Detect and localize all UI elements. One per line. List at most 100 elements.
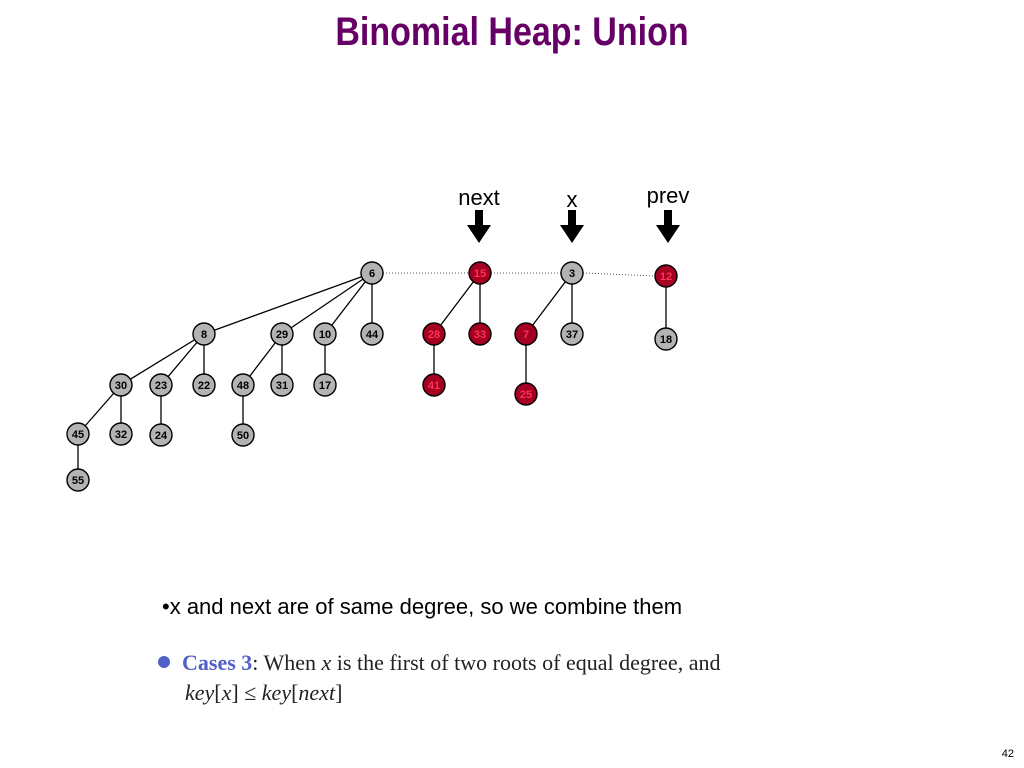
node-key-3: 3 <box>569 268 575 280</box>
node-key-17: 17 <box>319 380 331 392</box>
node-key-33: 33 <box>474 329 486 341</box>
pointer-shaft-prev <box>664 210 672 227</box>
node-key-12: 12 <box>660 271 672 283</box>
case-text-a: : When <box>252 650 322 675</box>
node-key-10: 10 <box>319 329 331 341</box>
lbracket-1: [ <box>214 680 222 705</box>
key-x: x <box>221 680 232 705</box>
node-key-22: 22 <box>198 380 210 392</box>
node-circle-10 <box>313 322 337 346</box>
node-circle-37 <box>560 322 584 346</box>
node-circle-30 <box>109 373 133 397</box>
key-next: next <box>298 680 336 705</box>
node-key-29: 29 <box>276 329 288 341</box>
root-list-links <box>383 272 656 277</box>
heap-node-23: 23 <box>149 373 173 397</box>
pointer-shaft-next <box>475 210 483 227</box>
explanation-bullet: •x and next are of same degree, so we co… <box>162 594 683 619</box>
node-circle-8 <box>192 322 216 346</box>
edge-n15-n28 <box>433 272 481 335</box>
heap-node-44: 44 <box>360 322 384 346</box>
node-circle-31 <box>270 373 294 397</box>
pointer-prev: prev <box>647 183 690 243</box>
node-circle-6 <box>360 261 384 285</box>
case-3-description: Cases 3: When x is the first of two root… <box>158 648 858 708</box>
heap-node-50: 50 <box>231 423 255 447</box>
heap-node-15: 15 <box>468 261 492 285</box>
case-3-line-2: key[x] ≤ key[next] <box>158 678 858 708</box>
node-key-45: 45 <box>72 429 84 441</box>
node-key-41: 41 <box>428 380 440 392</box>
heap-node-37: 37 <box>560 322 584 346</box>
node-circle-41 <box>422 373 446 397</box>
heap-node-7: 7 <box>514 322 538 346</box>
node-circle-25 <box>514 382 538 406</box>
node-circle-22 <box>192 373 216 397</box>
node-circle-23 <box>149 373 173 397</box>
heap-node-28: 28 <box>422 322 446 346</box>
bullet-dot-icon <box>158 656 170 668</box>
pointer-arrows: next x prev <box>458 183 689 243</box>
node-key-50: 50 <box>237 430 249 442</box>
heap-node-17: 17 <box>313 373 337 397</box>
heap-node-6: 6 <box>360 261 384 285</box>
node-key-24: 24 <box>155 430 168 442</box>
node-circle-29 <box>270 322 294 346</box>
heap-node-24: 24 <box>149 423 173 447</box>
rbracket-2: ] <box>335 680 343 705</box>
heap-node-55: 55 <box>66 468 90 492</box>
node-key-37: 37 <box>566 329 578 341</box>
node-circle-28 <box>422 322 446 346</box>
pointer-next: next <box>458 185 500 243</box>
node-circle-32 <box>109 422 133 446</box>
edge-n6-n29 <box>281 272 373 335</box>
root-link-n3-n12 <box>582 272 656 277</box>
node-circle-44 <box>360 322 384 346</box>
node-key-48: 48 <box>237 380 249 392</box>
edge-n8-n30 <box>120 333 205 386</box>
leq-symbol: ≤ <box>238 680 262 705</box>
pointer-label-next: next <box>458 185 500 210</box>
page-number: 42 <box>1001 748 1014 760</box>
lbracket-2: [ <box>291 680 299 705</box>
heap-node-3: 3 <box>560 261 584 285</box>
node-circle-33 <box>468 322 492 346</box>
node-circle-17 <box>313 373 337 397</box>
key-term-1: key <box>185 680 215 705</box>
heap-node-33: 33 <box>468 322 492 346</box>
node-key-32: 32 <box>115 429 127 441</box>
pointer-arrow-icon-next <box>467 225 491 243</box>
heap-node-45: 45 <box>66 422 90 446</box>
node-key-8: 8 <box>201 329 207 341</box>
heap-node-8: 8 <box>192 322 216 346</box>
case-3-line-1: Cases 3: When x is the first of two root… <box>158 648 858 678</box>
case-x: x <box>321 650 332 675</box>
pointer-arrow-icon-x <box>560 225 584 243</box>
slide-title: Binomial Heap: Union <box>335 10 689 54</box>
node-circle-3 <box>560 261 584 285</box>
rbracket-1: ] <box>231 680 239 705</box>
node-key-44: 44 <box>366 329 379 341</box>
heap-node-48: 48 <box>231 373 255 397</box>
edge-n6-n8 <box>203 272 373 335</box>
heap-node-12: 12 <box>654 264 678 288</box>
node-circle-55 <box>66 468 90 492</box>
heap-node-18: 18 <box>654 327 678 351</box>
heap-node-30: 30 <box>109 373 133 397</box>
node-key-28: 28 <box>428 329 440 341</box>
heap-node-31: 31 <box>270 373 294 397</box>
node-key-55: 55 <box>72 475 84 487</box>
node-circle-45 <box>66 422 90 446</box>
heap-node-25: 25 <box>514 382 538 406</box>
node-key-15: 15 <box>474 268 486 280</box>
case-label: Cases 3 <box>182 650 253 675</box>
pointer-x: x <box>560 187 584 243</box>
case-text-b: is the first of two roots of equal degre… <box>331 650 721 675</box>
node-circle-18 <box>654 327 678 351</box>
heap-node-41: 41 <box>422 373 446 397</box>
pointer-arrow-icon-prev <box>656 225 680 243</box>
node-key-30: 30 <box>115 380 127 392</box>
pointer-label-prev: prev <box>647 183 690 208</box>
